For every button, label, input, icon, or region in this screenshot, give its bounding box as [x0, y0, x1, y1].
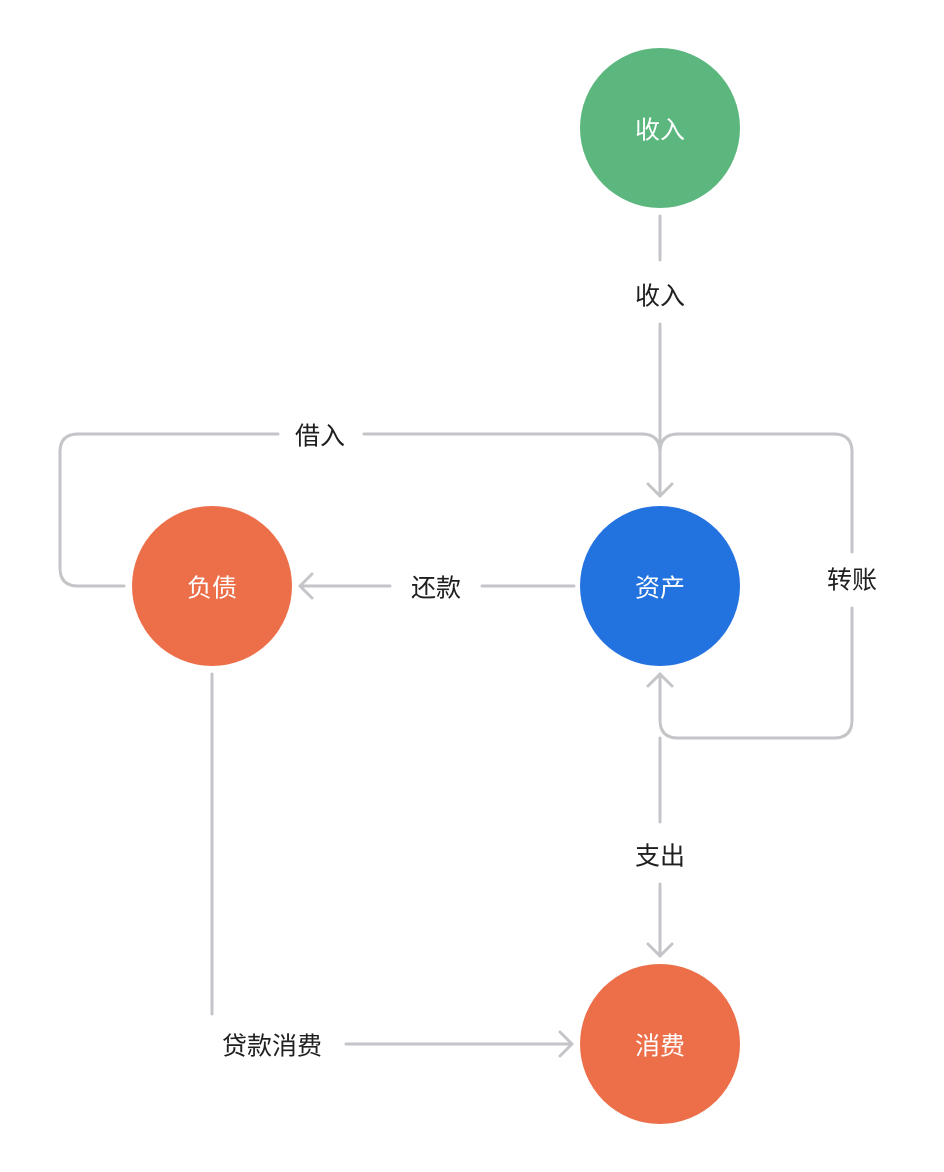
arrowhead-repay [298, 572, 314, 600]
edge-repay [298, 572, 576, 600]
node-expense-label: 消费 [635, 1032, 685, 1061]
node-liability: 负债 [132, 506, 292, 666]
node-income: 收入 [580, 48, 740, 208]
node-income-label: 收入 [635, 116, 685, 145]
edge-loan-spend [210, 672, 574, 1058]
edge-transfer [646, 432, 854, 740]
arrowhead-loan-spend [558, 1030, 574, 1058]
node-liability-label: 负债 [187, 574, 237, 603]
arrowhead-spend [646, 942, 674, 958]
edge-label-loan-spend: 贷款消费 [222, 1032, 322, 1061]
arrowhead-transfer [646, 672, 674, 688]
node-income-circle [580, 48, 740, 208]
edge-spend [646, 736, 674, 958]
edge-label-transfer: 转账 [827, 566, 877, 595]
edge-label-spend: 支出 [635, 842, 685, 871]
node-asset-circle [580, 506, 740, 666]
node-asset-label: 资产 [635, 574, 685, 603]
node-expense-circle [580, 964, 740, 1124]
edge-label-repay: 还款 [411, 574, 461, 603]
edge-label-borrow: 借入 [295, 422, 345, 451]
node-expense: 消费 [580, 964, 740, 1124]
node-asset: 资产 [580, 506, 740, 666]
edge-label-income: 收入 [635, 282, 685, 311]
node-liability-circle [132, 506, 292, 666]
